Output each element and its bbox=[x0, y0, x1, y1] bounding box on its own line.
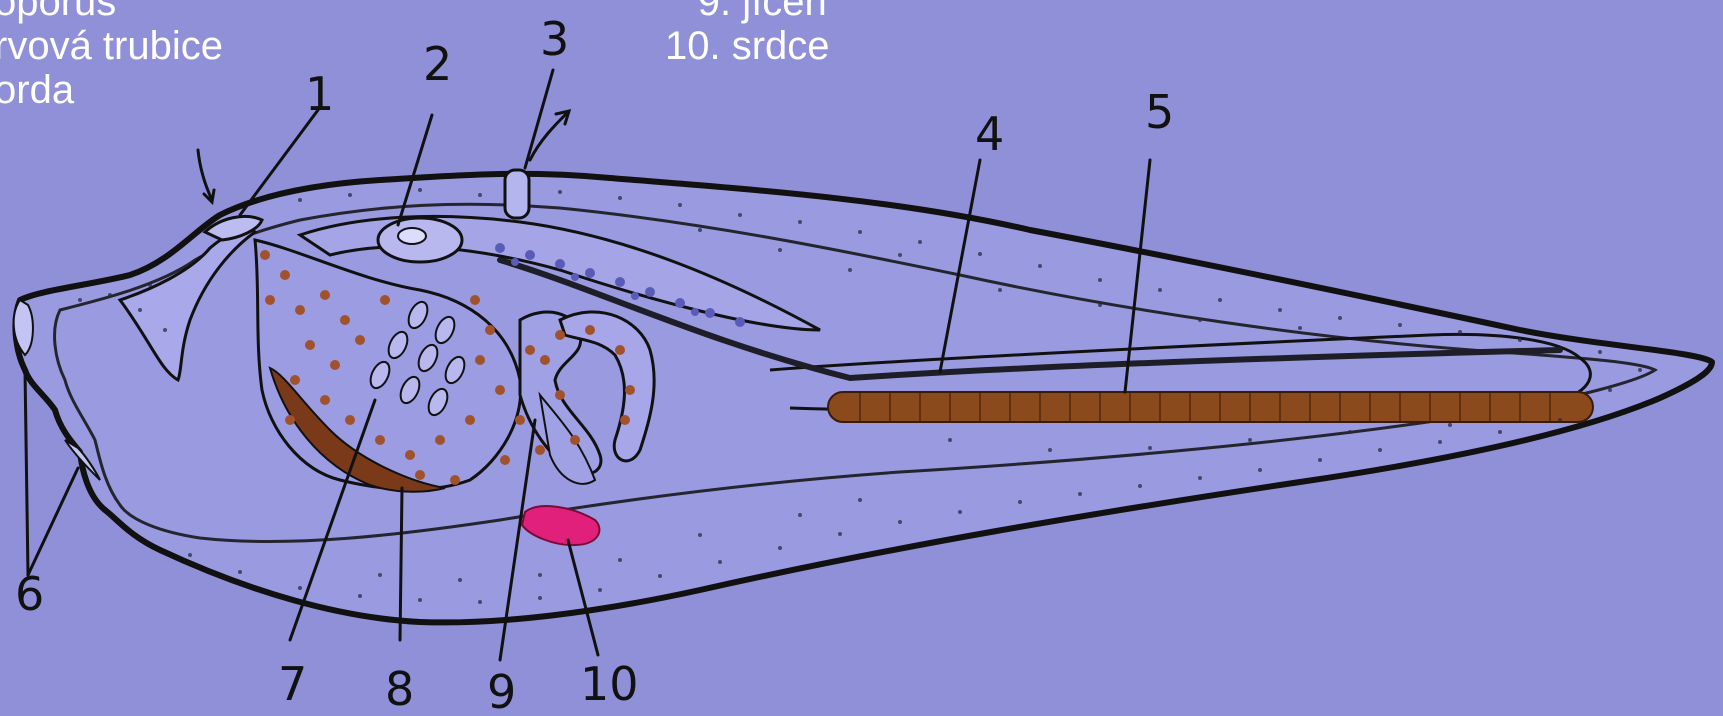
atrial-siphon bbox=[505, 170, 529, 218]
leader-6a bbox=[25, 370, 28, 575]
label-5: 5 bbox=[1145, 85, 1174, 139]
label-7: 7 bbox=[278, 657, 307, 711]
leader-8 bbox=[400, 488, 402, 640]
label-6: 6 bbox=[15, 567, 44, 621]
leader-6b bbox=[28, 468, 78, 575]
label-8: 8 bbox=[385, 662, 414, 716]
notochord bbox=[828, 392, 1593, 422]
label-9: 9 bbox=[487, 665, 516, 716]
sensory-vesicle bbox=[398, 228, 426, 244]
inflow-arrow bbox=[198, 150, 212, 200]
label-10: 10 bbox=[580, 657, 639, 711]
label-1: 1 bbox=[305, 67, 334, 121]
label-4: 4 bbox=[975, 107, 1004, 161]
label-2: 2 bbox=[423, 37, 452, 91]
leader-3 bbox=[525, 70, 553, 168]
label-3: 3 bbox=[540, 12, 569, 66]
